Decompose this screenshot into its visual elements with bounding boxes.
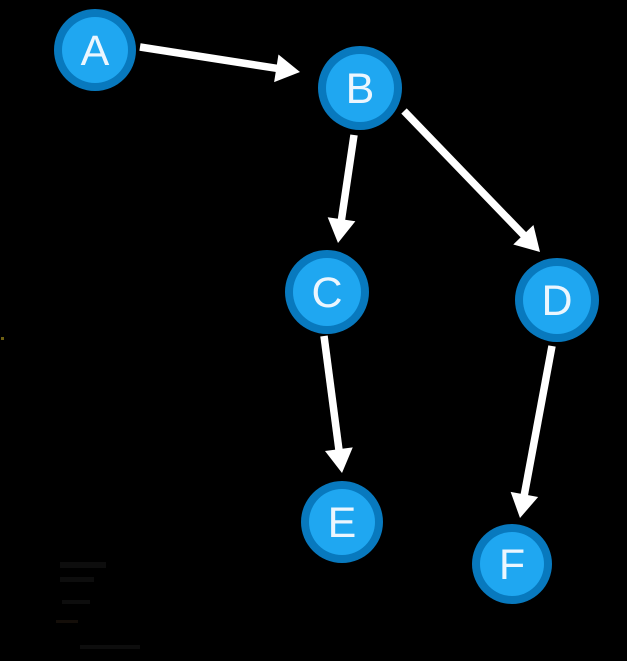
edge-B-C: [327, 134, 358, 243]
edge-arrowhead: [274, 54, 300, 83]
edge-A-B: [139, 43, 300, 83]
edge-D-F: [510, 345, 556, 518]
node-E: E: [301, 481, 383, 563]
node-body: [309, 489, 375, 555]
background-artifact: [1, 337, 4, 340]
edge-arrowhead: [513, 225, 540, 252]
node-D: D: [515, 258, 599, 342]
node-A: A: [54, 9, 136, 91]
node-label: B: [346, 65, 375, 113]
node-label: F: [499, 541, 525, 589]
edge-line: [139, 43, 279, 73]
node-label: C: [311, 269, 342, 317]
node-body: [523, 266, 591, 334]
edge-line: [337, 134, 358, 222]
background-artifact: [62, 600, 90, 604]
edge-arrowhead: [324, 447, 353, 473]
node-C: C: [285, 250, 369, 334]
node-label: D: [541, 277, 572, 325]
edge-arrowhead: [327, 217, 356, 243]
node-body: [62, 17, 128, 83]
edge-C-E: [320, 335, 353, 473]
background-artifact: [60, 577, 94, 582]
node-body: [480, 532, 544, 596]
node-F: F: [472, 524, 552, 604]
node-body: [293, 258, 361, 326]
background-artifact: [60, 562, 106, 568]
node-body: [326, 54, 394, 122]
edge-line: [401, 108, 528, 239]
node-label: E: [328, 499, 357, 547]
node-label: A: [81, 27, 110, 75]
edge-arrowhead: [510, 491, 539, 518]
edge-B-D: [401, 108, 540, 252]
edge-line: [520, 345, 556, 498]
edge-line: [320, 335, 343, 452]
background-artifact: [80, 645, 140, 649]
node-B: B: [318, 46, 402, 130]
background-artifact: [56, 620, 78, 623]
